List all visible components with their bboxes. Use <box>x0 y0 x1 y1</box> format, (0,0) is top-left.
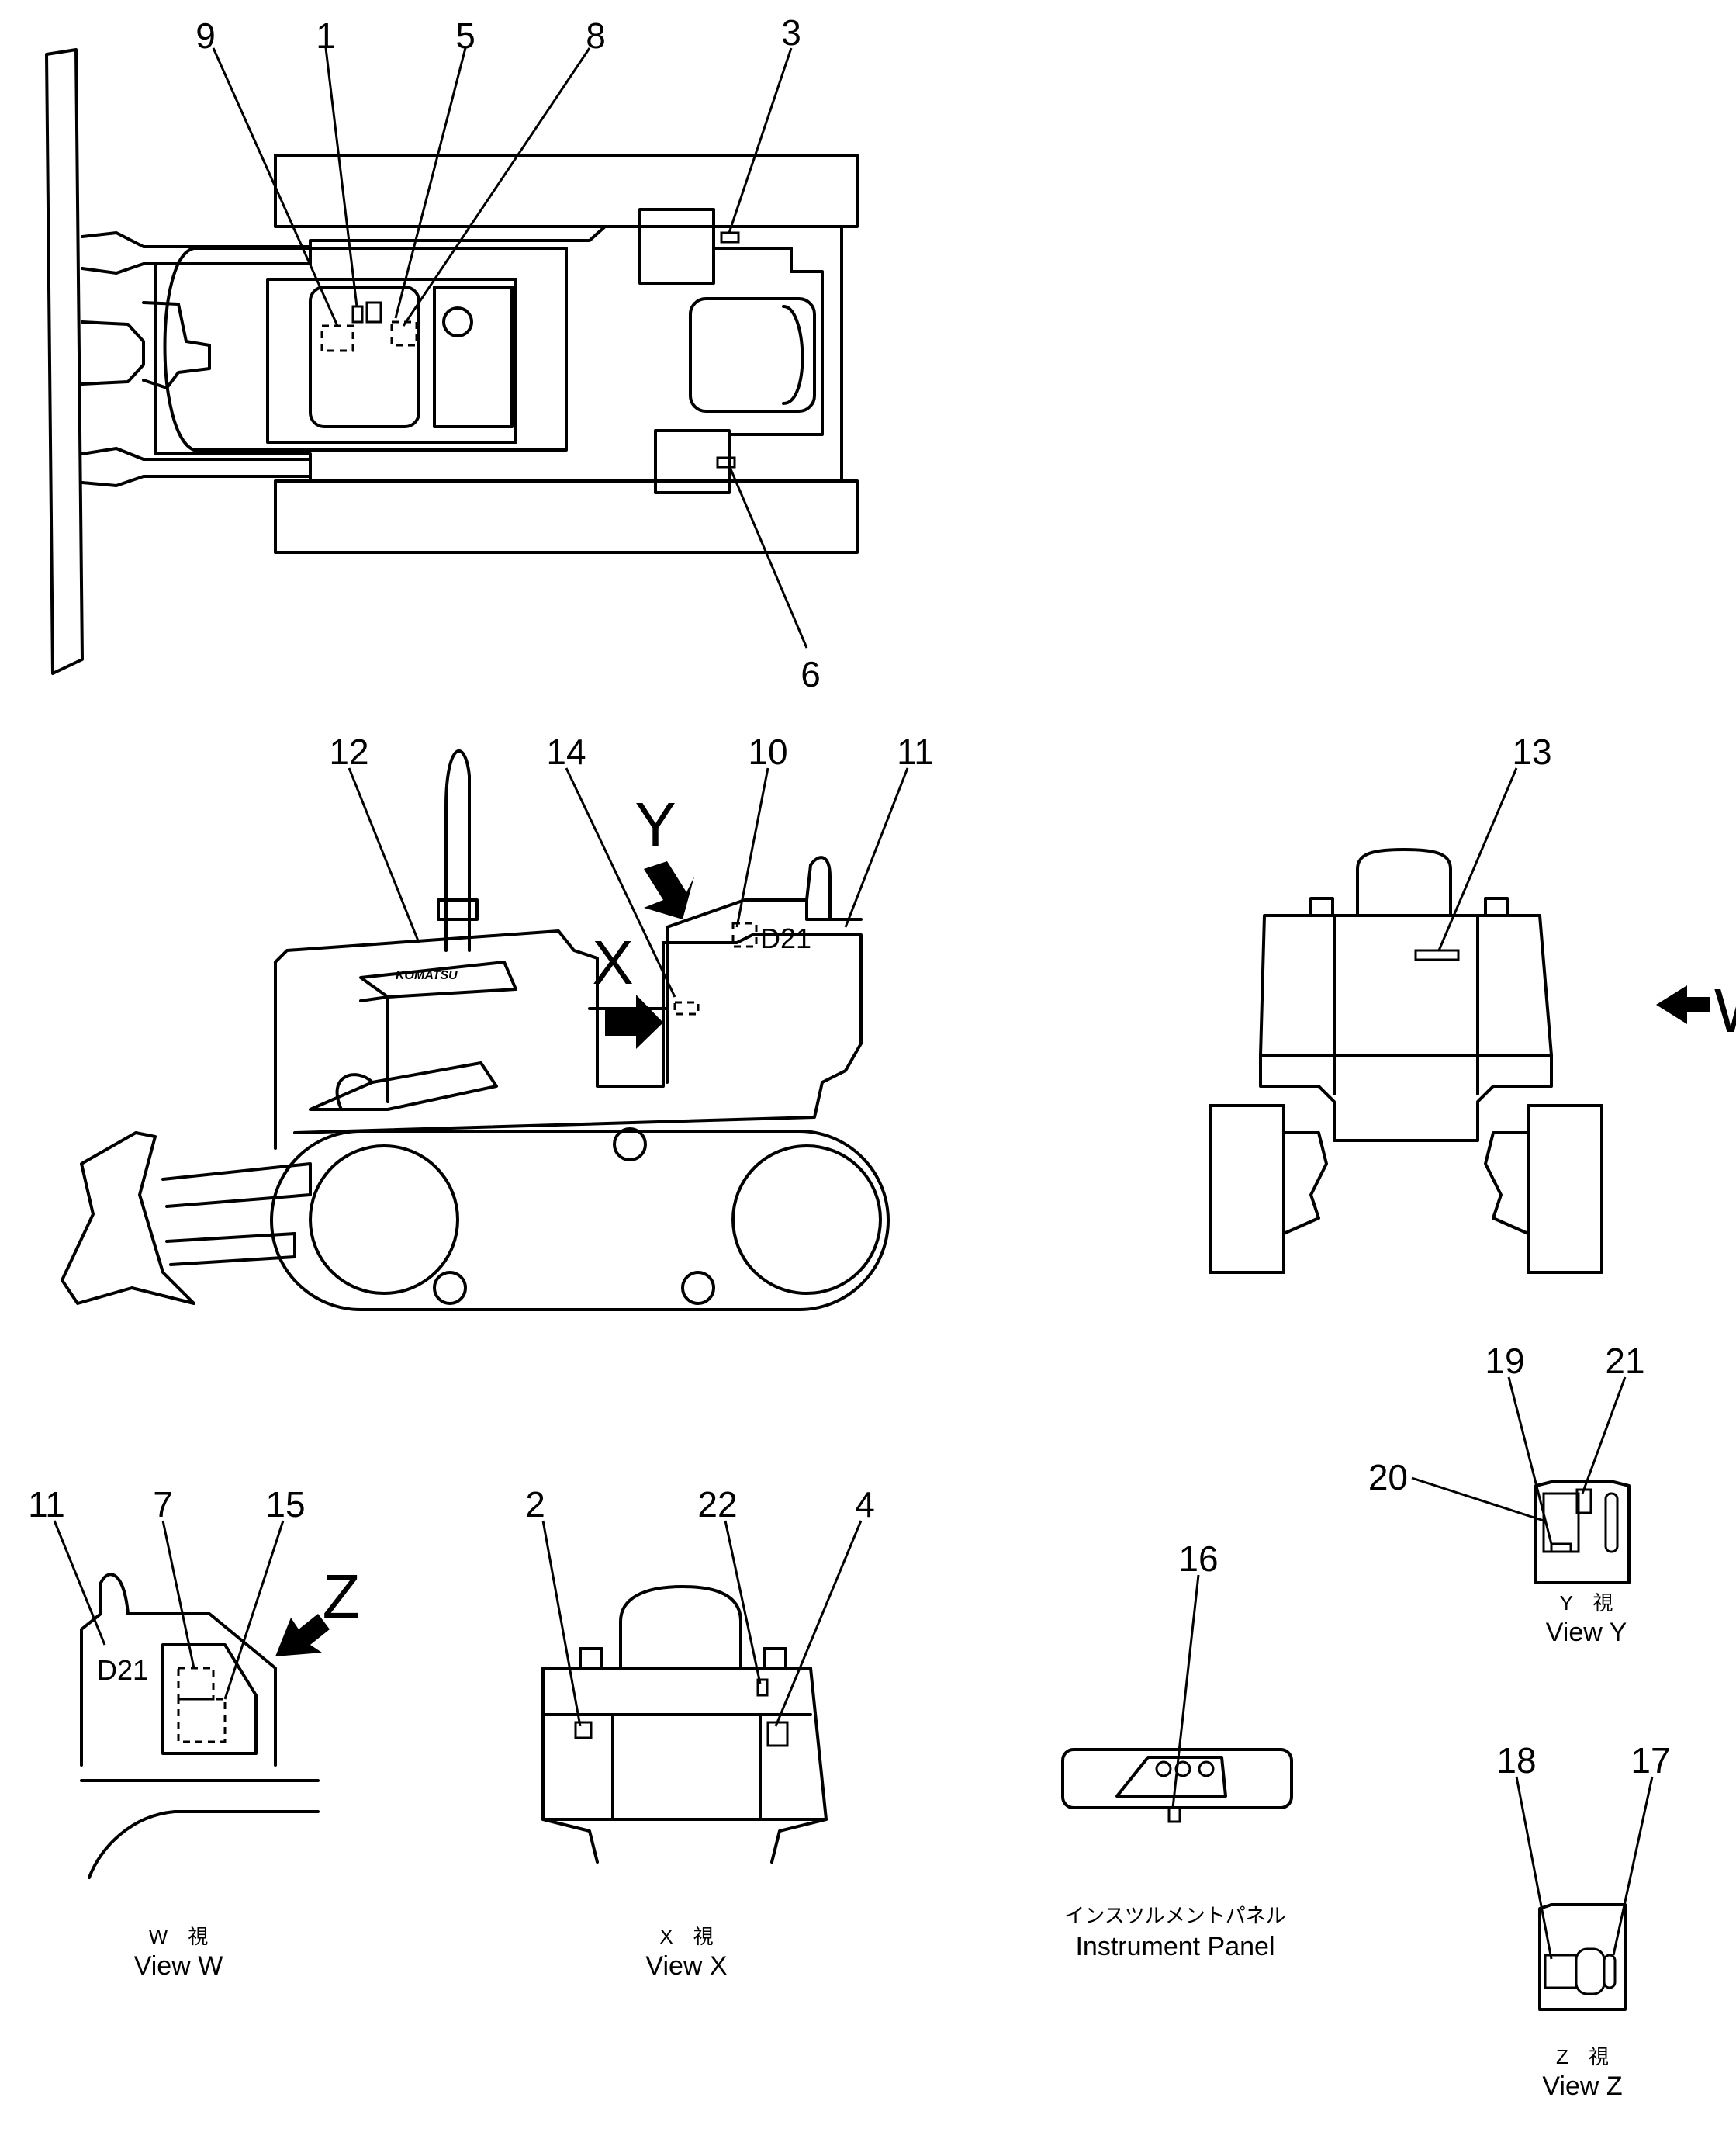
callout-3: 3 <box>781 12 801 53</box>
caption-view-y: View Y <box>1546 1618 1627 1647</box>
callout-20: 20 <box>1368 1457 1408 1497</box>
view-label-w: W <box>1714 976 1736 1045</box>
view-arrow-z <box>275 1614 330 1656</box>
callout-9: 9 <box>195 16 216 56</box>
top-view-leaders <box>212 47 808 649</box>
view-label-z: Z <box>323 1562 361 1631</box>
view-z-leaders <box>1515 1776 1654 1960</box>
caption-view-w-jp: W 視 <box>149 1925 209 1948</box>
callout-15: 15 <box>265 1484 305 1525</box>
view-arrow-x <box>605 995 663 1049</box>
caption-view-x: View X <box>645 1951 727 1981</box>
panel-leader-16 <box>1171 1574 1200 1809</box>
rear-view-drawing <box>1209 848 1603 1274</box>
view-arrow-w <box>1656 985 1710 1024</box>
view-x-drawing <box>541 1585 828 1864</box>
view-y-drawing <box>1534 1480 1631 1584</box>
callout-16: 16 <box>1178 1539 1218 1579</box>
callout-4: 4 <box>855 1484 875 1525</box>
caption-view-z-jp: Z 視 <box>1556 2045 1609 2068</box>
callout-5: 5 <box>455 16 475 56</box>
callout-13: 13 <box>1512 732 1551 772</box>
top-view-drawing <box>45 48 859 675</box>
view-label-y: Y <box>635 790 676 859</box>
callout-19: 19 <box>1485 1341 1524 1381</box>
side-view-drawing <box>61 749 890 1311</box>
callout-6: 6 <box>801 654 821 694</box>
caption-instrument-panel: Instrument Panel <box>1075 1932 1274 1961</box>
callout-8: 8 <box>586 16 606 56</box>
caption-view-y-jp: Y 視 <box>1560 1591 1613 1615</box>
rear-leader-13 <box>1437 767 1518 951</box>
callout-10: 10 <box>748 732 787 772</box>
callout-21: 21 <box>1605 1341 1644 1381</box>
model-marking-view-w: D21 <box>97 1654 148 1686</box>
view-z-drawing <box>1538 1903 1627 2011</box>
callout-12: 12 <box>329 732 368 772</box>
instrument-panel-drawing <box>1061 1748 1293 1823</box>
caption-view-w: View W <box>134 1951 223 1981</box>
caption-view-x-jp: X 視 <box>659 1925 713 1948</box>
side-view-leaders <box>348 767 909 998</box>
callout-22: 22 <box>697 1484 737 1525</box>
caption-panel-jp: インスツルメントパネル <box>1064 1904 1285 1927</box>
callout-2: 2 <box>525 1484 545 1525</box>
callout-17: 17 <box>1631 1740 1670 1781</box>
caption-view-z: View Z <box>1542 2072 1622 2101</box>
brand-marking-side: KOMATSU <box>396 969 458 982</box>
model-marking-side: D21 <box>760 922 811 954</box>
view-x-leaders <box>541 1520 863 1727</box>
callout-11-side: 11 <box>897 732 934 772</box>
view-y-leaders <box>1411 1376 1627 1545</box>
view-w-drawing <box>80 1573 320 1879</box>
view-w-leaders <box>53 1520 285 1700</box>
view-label-x: X <box>592 928 633 997</box>
callout-7: 7 <box>153 1484 173 1525</box>
callout-1: 1 <box>316 16 336 56</box>
callout-14: 14 <box>546 732 586 772</box>
callout-11-view-w: 11 <box>28 1484 65 1525</box>
view-arrow-y <box>644 861 694 919</box>
callout-18: 18 <box>1496 1740 1536 1781</box>
